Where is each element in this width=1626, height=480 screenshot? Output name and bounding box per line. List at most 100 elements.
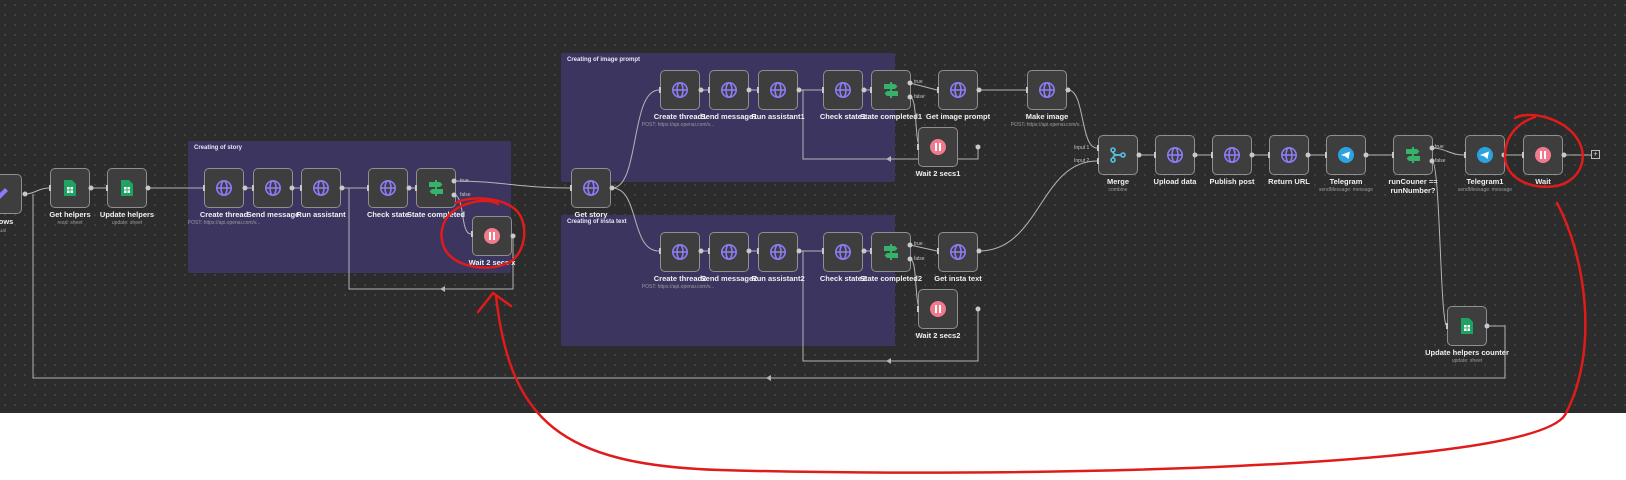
node-state-completed2[interactable] [871, 232, 911, 272]
node-check-state2[interactable] [823, 232, 863, 272]
workflow-canvas[interactable]: Creating of story Creating of image prom… [0, 0, 1626, 413]
node-get-image-prompt[interactable] [938, 70, 978, 110]
node-label: Telegram [1329, 177, 1363, 186]
pause-icon [484, 228, 500, 244]
node-label: runCouner == [1388, 177, 1438, 186]
google-sheets-icon [64, 180, 76, 196]
node-label: Get insta text [934, 274, 982, 283]
node-label: Get helpers [49, 210, 91, 219]
port-label-true: true [460, 178, 469, 184]
pause-icon [1535, 147, 1551, 163]
node-wait-2-secs2[interactable] [918, 289, 958, 329]
node-label: Update helpers [99, 210, 155, 219]
node-label: runNumber? [1390, 186, 1436, 195]
node-label: Update helpers counter [1425, 348, 1509, 357]
node-label: State completed2 [859, 274, 923, 283]
pencil-icon [0, 188, 8, 199]
group-title: Creating of insta text [567, 219, 627, 225]
node-update-helpers-counter[interactable] [1447, 306, 1487, 346]
add-node-button[interactable]: + [1591, 150, 1600, 159]
telegram-icon [1477, 147, 1493, 163]
node-label: Merge [1106, 177, 1130, 186]
node-label: Check state2 [819, 274, 867, 283]
globe-icon [1039, 82, 1055, 98]
node-run-assistant1[interactable] [758, 70, 798, 110]
port-label-true: true [1435, 144, 1444, 150]
node-subtitle: sendMessage: message [1457, 187, 1513, 193]
node-get-insta-text[interactable] [938, 232, 978, 272]
annotation-circle-wait-2-secs-x [440, 197, 526, 269]
globe-icon [672, 82, 688, 98]
node-state-completed[interactable] [416, 168, 456, 208]
globe-icon [950, 244, 966, 260]
globe-icon [1224, 147, 1240, 163]
node-telegram1[interactable] [1465, 135, 1505, 175]
port-label-true: true [914, 241, 923, 247]
node-subtitle: sendMessage: message [1318, 187, 1374, 193]
node-label: Create thread2 [653, 274, 707, 283]
node-upload-data[interactable] [1155, 135, 1195, 175]
node-label: Create thread1 [653, 112, 707, 121]
merge-icon [1110, 147, 1126, 163]
connections-layer [24, 82, 1591, 381]
annotation-circle-wait [1503, 113, 1584, 188]
globe-icon [1167, 147, 1183, 163]
node-label: Check state1 [819, 112, 867, 121]
node-wait[interactable] [1523, 135, 1563, 175]
node-create-thread[interactable] [204, 168, 244, 208]
node-label: Check state [366, 210, 410, 219]
node-subtitle: POST: https://api.openai.com/v... [1010, 122, 1084, 128]
node-send-message[interactable] [253, 168, 293, 208]
group-title: Creating of image prompt [567, 57, 641, 63]
port-label-input-2: Input 2 [1074, 158, 1090, 164]
globe-icon [835, 82, 851, 98]
node-label: Wait [1535, 177, 1551, 186]
node-subtitle: read: sheet [57, 220, 83, 226]
node-subtitle: anual [0, 228, 7, 234]
node-label: Wait 2 secs2 [915, 331, 961, 340]
node-publish-post[interactable] [1212, 135, 1252, 175]
google-sheets-icon [121, 180, 133, 196]
globe-icon [835, 244, 851, 260]
node-subtitle: POST: https://api.openai.com/v... [641, 122, 715, 128]
port-label-false: false [914, 94, 925, 100]
annotation-arrow-head [476, 291, 513, 314]
port-label-false: false [1435, 158, 1446, 164]
globe-icon [380, 180, 396, 196]
node-run-assistant[interactable] [301, 168, 341, 208]
if-signpost-icon [884, 82, 898, 98]
group-title: Creating of story [194, 145, 243, 151]
if-signpost-icon [429, 180, 443, 196]
node-label: Run assistant1 [751, 112, 805, 121]
globe-icon [216, 180, 232, 196]
node-get-helpers[interactable] [50, 168, 90, 208]
node-wait-2-secs1[interactable] [918, 127, 958, 167]
globe-icon [265, 180, 281, 196]
node-label: Publish post [1209, 177, 1255, 186]
globe-icon [950, 82, 966, 98]
node-label: Make image [1025, 112, 1069, 121]
node-label: Telegram1 [1466, 177, 1504, 186]
node-edit-rows[interactable] [0, 174, 22, 214]
node-create-thread2[interactable] [660, 232, 700, 272]
node-label: State completed [407, 210, 465, 219]
node-label: Wait 2 secs1 [915, 169, 961, 178]
node-merge[interactable] [1098, 135, 1138, 175]
pause-icon [930, 139, 946, 155]
globe-icon [583, 180, 599, 196]
node-subtitle: POST: https://api.openai.com/v... [187, 220, 261, 226]
node-telegram[interactable] [1326, 135, 1366, 175]
port-label-false: false [460, 192, 471, 198]
node-wait-2-secs-x[interactable] [472, 216, 512, 256]
node-state-completed1[interactable] [871, 70, 911, 110]
node-label: Wait 2 secs x [468, 258, 516, 267]
if-signpost-icon [1406, 147, 1420, 163]
globe-icon [721, 82, 737, 98]
globe-icon [770, 244, 786, 260]
node-label: Run assistant [296, 210, 346, 219]
node-run-counter-check[interactable] [1393, 135, 1433, 175]
node-subtitle: combine [1108, 187, 1128, 193]
node-label: Send message [246, 210, 300, 219]
port-label-input-1: Input 1 [1074, 145, 1090, 151]
node-subtitle: POST: https://api.openai.com/v... [641, 284, 715, 290]
